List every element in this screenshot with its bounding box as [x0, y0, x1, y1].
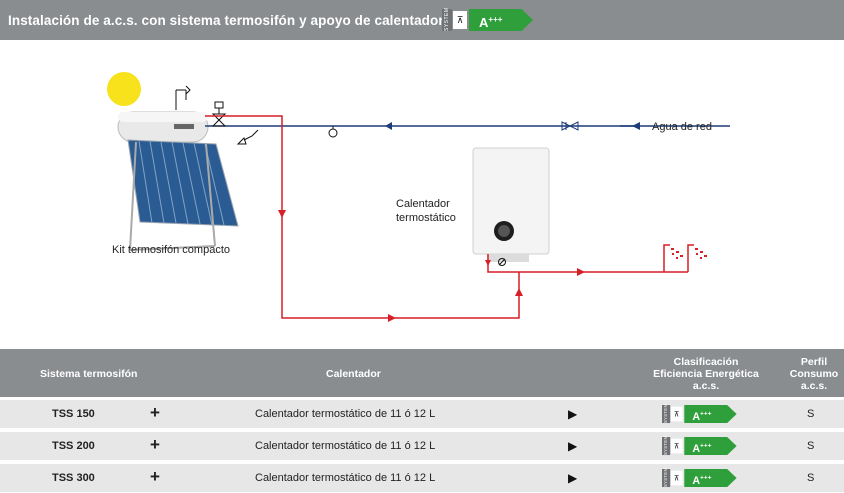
- plus-icon: +: [150, 403, 160, 422]
- plus-icon: +: [150, 467, 160, 486]
- safety-valve-icon: [236, 129, 259, 145]
- row-heater: Calentador termostático de 11 ó 12 L: [255, 440, 436, 452]
- energy-class-arrow: A+++: [469, 9, 533, 31]
- header-col-thermosiphon: Sistema termosifón: [40, 368, 138, 380]
- header-col-efficiency: Clasificación Eficiencia Energética a.c.…: [653, 356, 759, 392]
- system-tag: SYSTEM: [662, 435, 671, 456]
- water-label: Agua de red: [652, 121, 712, 133]
- tap-icon: ⊼: [671, 470, 683, 486]
- row-profile: S: [807, 440, 815, 452]
- row-model: TSS 300: [52, 472, 95, 484]
- shower-icon: [652, 244, 694, 273]
- table-header: Sistema termosifón Calentador Clasificac…: [0, 349, 844, 397]
- tap-icon: ⊼: [671, 438, 683, 454]
- row-heater: Calentador termostático de 11 ó 12 L: [255, 408, 436, 420]
- check-valve-icon: [561, 121, 579, 131]
- tap-icon: ⊼: [671, 406, 683, 422]
- thermosiphon-kit-icon: [117, 111, 239, 251]
- air-vent-icon: [175, 85, 191, 110]
- mixing-valve-icon: [211, 101, 227, 127]
- arrow-right-icon: ▶: [568, 471, 578, 485]
- heater-label-line1: Calentador: [396, 198, 450, 210]
- table-row: TSS 300 + Calentador termostático de 11 …: [0, 464, 844, 492]
- plus-icon: +: [150, 435, 160, 454]
- system-tag: SYSTEM: [442, 7, 452, 31]
- energy-class-arrow: A+++: [684, 405, 737, 424]
- kit-label: Kit termosifón compacto: [112, 244, 230, 256]
- water-heater-icon: [472, 147, 550, 262]
- sun-icon: [107, 72, 141, 106]
- installation-diagram: [107, 72, 730, 322]
- table-row: TSS 200 + Calentador termostático de 11 …: [0, 432, 844, 460]
- row-profile: S: [807, 472, 815, 484]
- arrow-right-icon: ▶: [568, 439, 578, 453]
- row-model: TSS 150: [52, 408, 95, 420]
- expansion-vessel-icon: [328, 128, 338, 138]
- tap-icon: ⊼: [453, 11, 467, 29]
- water-spray-icon: [671, 248, 707, 259]
- row-model: TSS 200: [52, 440, 95, 452]
- energy-class-arrow: A+++: [684, 469, 737, 488]
- header-bar: Instalación de a.c.s. con sistema termos…: [0, 0, 844, 40]
- energy-class-arrow: A+++: [684, 437, 737, 456]
- page-title: Instalación de a.c.s. con sistema termos…: [8, 13, 447, 28]
- heater-label-line2: termostático: [396, 212, 456, 224]
- header-col-heater: Calentador: [326, 368, 381, 380]
- row-heater: Calentador termostático de 11 ó 12 L: [255, 472, 436, 484]
- header-col-profile: Perfil Consumo a.c.s.: [789, 356, 839, 392]
- arrow-right-icon: ▶: [568, 407, 578, 421]
- system-tag: SYSTEM: [662, 403, 671, 424]
- system-tag: SYSTEM: [662, 467, 671, 488]
- table-row: TSS 150 + Calentador termostático de 11 …: [0, 400, 844, 428]
- row-profile: S: [807, 408, 815, 420]
